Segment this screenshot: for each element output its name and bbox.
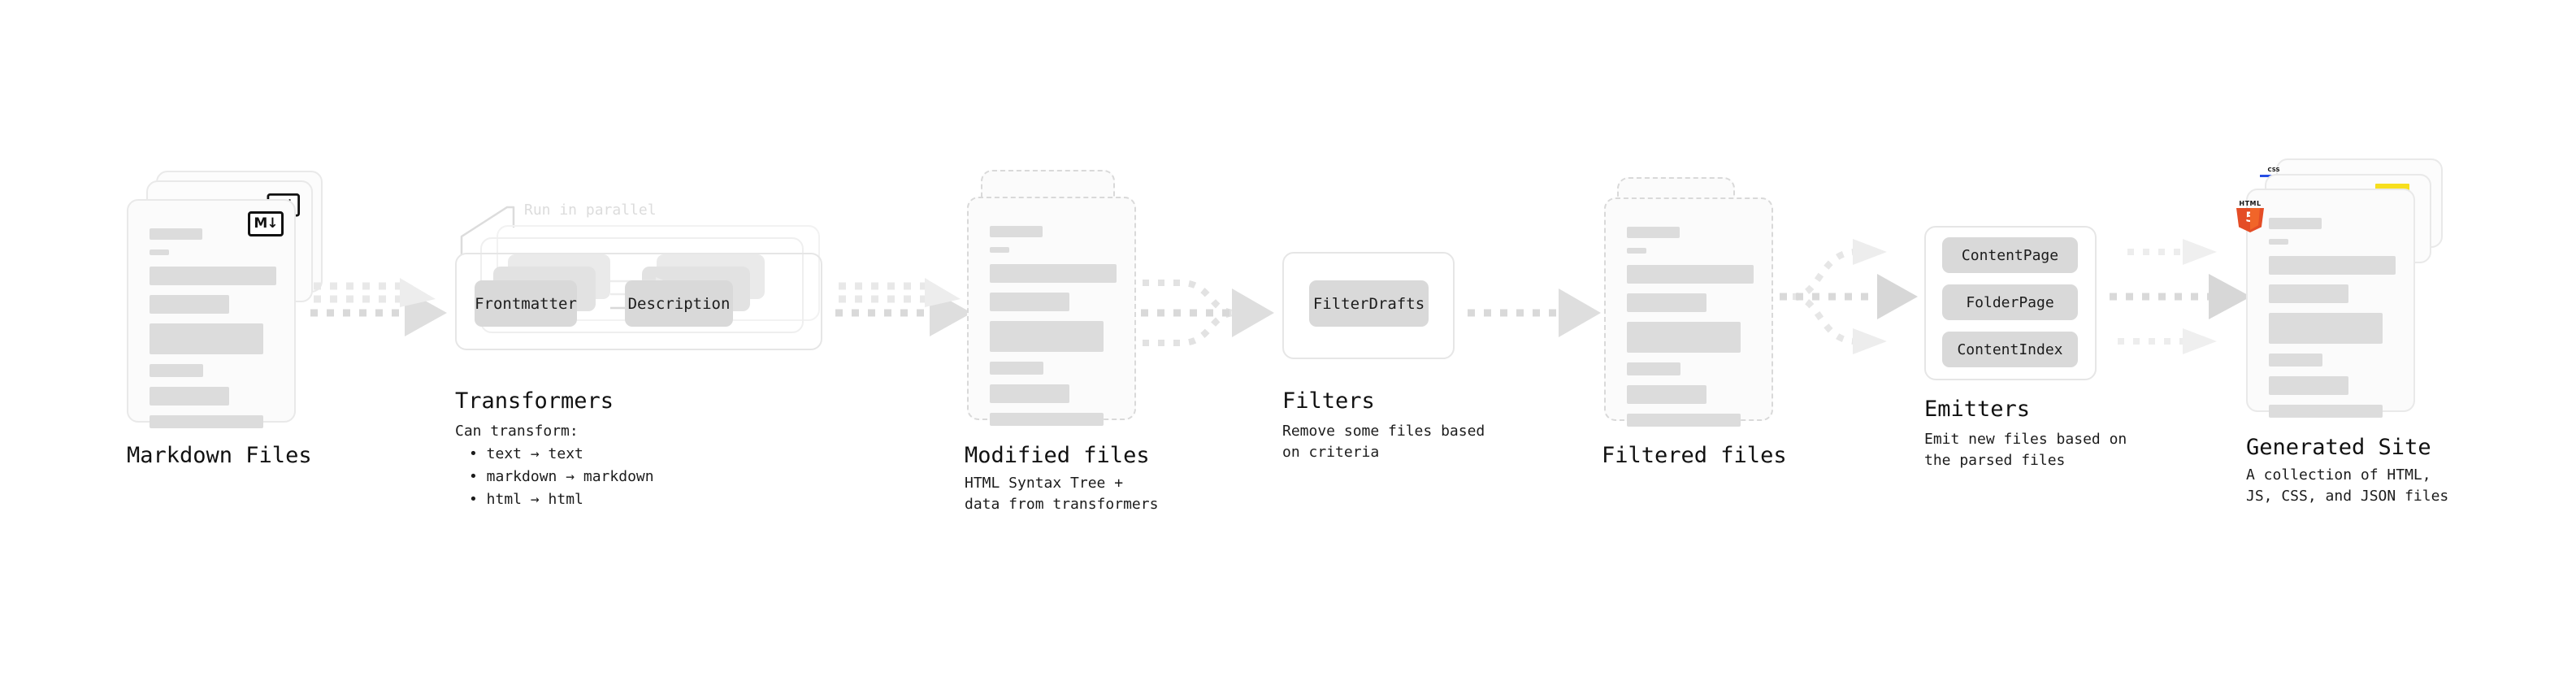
markdown-files-title: Markdown Files bbox=[127, 443, 312, 468]
modified-files-description: HTML Syntax Tree + data from transformer… bbox=[965, 475, 1159, 514]
filtered-files-title: Filtered files bbox=[1602, 443, 1787, 468]
card-skeleton-lines bbox=[2269, 218, 2396, 427]
run-in-parallel-bracket bbox=[460, 206, 515, 256]
emitter-chip-contentpage[interactable]: ContentPage bbox=[1942, 237, 2078, 273]
modified-card-front bbox=[967, 197, 1136, 426]
modified-files-title: Modified files bbox=[965, 443, 1150, 468]
transformers-bullet-1: • markdown → markdown bbox=[469, 468, 654, 485]
arrow-modified-to-filters bbox=[1141, 280, 1274, 346]
markdown-badge-front: M↓ bbox=[248, 211, 284, 236]
arrow-transformers-to-modified bbox=[835, 278, 972, 336]
transformers-bullet-0: • text → text bbox=[469, 445, 583, 462]
transformers-description: Can transform: bbox=[455, 423, 579, 440]
generated-site-title: Generated Site bbox=[2246, 435, 2431, 460]
arrow-markdown-to-transformers bbox=[310, 278, 447, 336]
site-card-front: HTML bbox=[2236, 189, 2415, 418]
arrow-filters-to-filtered bbox=[1468, 288, 1601, 337]
filtered-card-front bbox=[1604, 197, 1773, 427]
markdown-card-front: M↓ bbox=[127, 199, 296, 428]
emitter-chip-folderpage[interactable]: FolderPage bbox=[1942, 284, 2078, 320]
emitters-description: Emit new files based on the parsed files bbox=[1924, 431, 2127, 470]
html5-badge-wordmark: HTML bbox=[2239, 200, 2262, 207]
transformer-box-front bbox=[455, 253, 822, 350]
card-skeleton-lines bbox=[150, 228, 276, 438]
emitter-chip-contentindex[interactable]: ContentIndex bbox=[1942, 332, 2078, 367]
transformers-bullet-2: • html → html bbox=[469, 491, 583, 508]
emitters-title: Emitters bbox=[1924, 397, 2031, 422]
filter-chip-filterdrafts[interactable]: FilterDrafts bbox=[1309, 280, 1429, 327]
css-badge-label: CSS bbox=[2267, 167, 2280, 173]
generated-site-description: A collection of HTML, JS, CSS, and JSON … bbox=[2246, 466, 2449, 505]
transformer-chip-description[interactable]: Description bbox=[625, 280, 733, 327]
transformers-title: Transformers bbox=[455, 388, 614, 414]
transformer-chip-frontmatter[interactable]: Frontmatter bbox=[475, 280, 577, 327]
html5-badge: HTML bbox=[2236, 200, 2264, 232]
run-in-parallel-label: Run in parallel bbox=[524, 202, 657, 219]
arrow-emitters-to-site bbox=[2110, 239, 2251, 354]
filters-title: Filters bbox=[1282, 388, 1375, 414]
filters-description: Remove some files based on criteria bbox=[1282, 423, 1485, 462]
arrow-filtered-to-emitters bbox=[1780, 239, 1918, 354]
html5-shield-inner bbox=[2250, 208, 2260, 230]
card-skeleton-lines bbox=[990, 226, 1117, 436]
card-skeleton-lines bbox=[1627, 227, 1754, 436]
